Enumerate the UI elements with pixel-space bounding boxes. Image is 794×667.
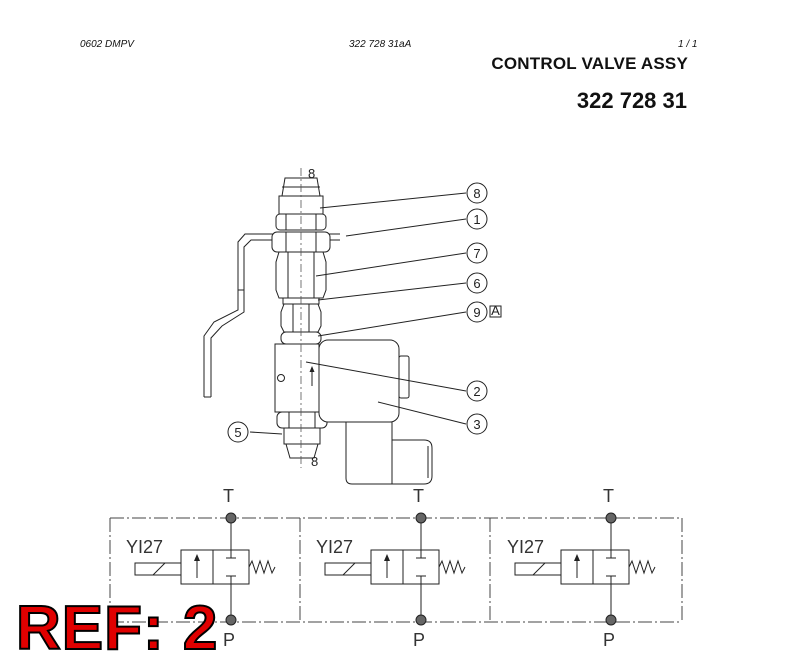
valve-symbol-2: YI27 T P — [316, 486, 466, 650]
svg-text:YI27: YI27 — [316, 537, 353, 557]
svg-text:YI27: YI27 — [507, 537, 544, 557]
svg-text:6: 6 — [473, 276, 480, 291]
callout-2: 2 — [466, 380, 488, 402]
size-mark-top: 8 — [308, 166, 315, 181]
callout-9: 9 — [466, 301, 488, 323]
page-number: 1 / 1 — [678, 39, 698, 50]
ref-stamp: REF: 2 — [15, 594, 219, 663]
callout-3: 3 — [466, 413, 488, 435]
doc-code-left: 0602 DMPV — [80, 39, 134, 50]
callout-5: 5 — [227, 421, 249, 443]
svg-text:2: 2 — [473, 384, 480, 399]
svg-text:T: T — [603, 486, 614, 506]
svg-text:P: P — [223, 630, 235, 650]
valve-assembly — [203, 168, 433, 485]
svg-text:T: T — [413, 486, 424, 506]
svg-text:P: P — [413, 630, 425, 650]
size-mark-bottom: 8 — [311, 454, 318, 469]
part-number: 322 728 31 — [576, 88, 687, 113]
svg-text:8: 8 — [473, 186, 480, 201]
svg-text:YI27: YI27 — [126, 537, 163, 557]
svg-text:1: 1 — [473, 212, 480, 227]
valve-symbol-3: YI27 T P — [507, 486, 656, 650]
flag-a: A — [489, 303, 502, 318]
svg-text:P: P — [603, 630, 615, 650]
svg-text:9: 9 — [473, 305, 480, 320]
svg-text:7: 7 — [473, 246, 480, 261]
page-title: CONTROL VALVE ASSY — [491, 54, 688, 73]
svg-text:A: A — [491, 303, 500, 318]
svg-text:5: 5 — [234, 425, 241, 440]
doc-code-mid: 322 728 31aA — [349, 39, 412, 50]
callout-1: 1 — [466, 208, 488, 230]
hydraulic-schematic: YI27 T P YI27 T P — [109, 486, 683, 650]
callout-6: 6 — [466, 272, 488, 294]
svg-text:T: T — [223, 486, 234, 506]
svg-text:3: 3 — [473, 417, 480, 432]
leader-lines — [249, 192, 467, 435]
callout-8: 8 — [466, 182, 488, 204]
callout-7: 7 — [466, 242, 488, 264]
valve-symbol-1: YI27 T P — [126, 486, 276, 650]
